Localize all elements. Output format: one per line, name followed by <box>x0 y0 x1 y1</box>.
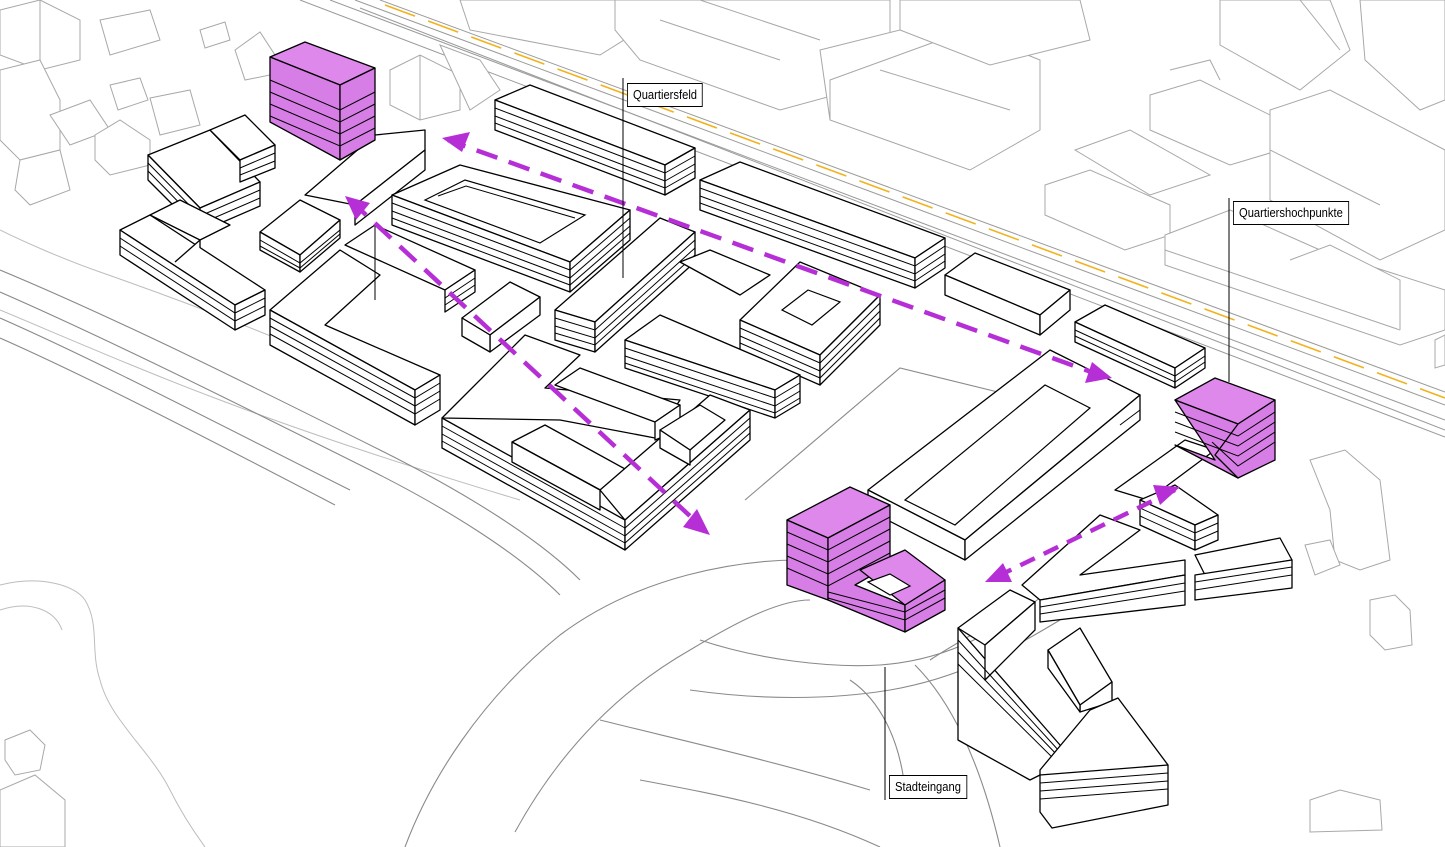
tower-northwest <box>269 41 376 161</box>
arrow-southeast-axis <box>989 487 1176 583</box>
label-stadteingang: Stadteingang <box>889 775 967 799</box>
arrow-rail-axis <box>447 137 1106 380</box>
label-quartiersfeld: Quartiersfeld <box>627 83 704 107</box>
tower-east <box>1174 377 1276 479</box>
block-slab-mid <box>624 314 801 419</box>
block-c <box>259 129 426 273</box>
arrow-head-icon <box>1085 362 1112 383</box>
tower-southwest <box>786 486 946 633</box>
arrow-head-icon <box>985 563 1012 582</box>
block-b <box>119 199 266 331</box>
block-southeast <box>957 589 1169 829</box>
connection-arrows <box>345 132 1180 583</box>
proposed-buildings <box>119 84 1293 829</box>
arrow-head-icon <box>1153 485 1180 505</box>
arrow-diagonal-axis <box>348 198 707 532</box>
terrain-contours <box>0 229 521 847</box>
block-bar-east <box>1074 304 1206 389</box>
block-ring-east <box>867 349 1141 561</box>
block-east-chevron <box>1021 439 1293 623</box>
label-leaders <box>622 78 1230 800</box>
road-network <box>0 269 1061 847</box>
block-bar-rail <box>699 161 946 289</box>
block-slab-centre <box>554 217 771 353</box>
arrow-head-icon <box>442 132 470 152</box>
arrow-head-icon <box>345 196 370 220</box>
block-courtyard-north <box>391 164 631 293</box>
arrow-head-icon <box>683 509 710 535</box>
highlight-towers <box>269 41 1276 633</box>
block-flat-east <box>944 252 1071 336</box>
label-quartiershochpunkte: Quartiershochpunkte <box>1233 201 1349 225</box>
block-south-large <box>441 334 751 551</box>
